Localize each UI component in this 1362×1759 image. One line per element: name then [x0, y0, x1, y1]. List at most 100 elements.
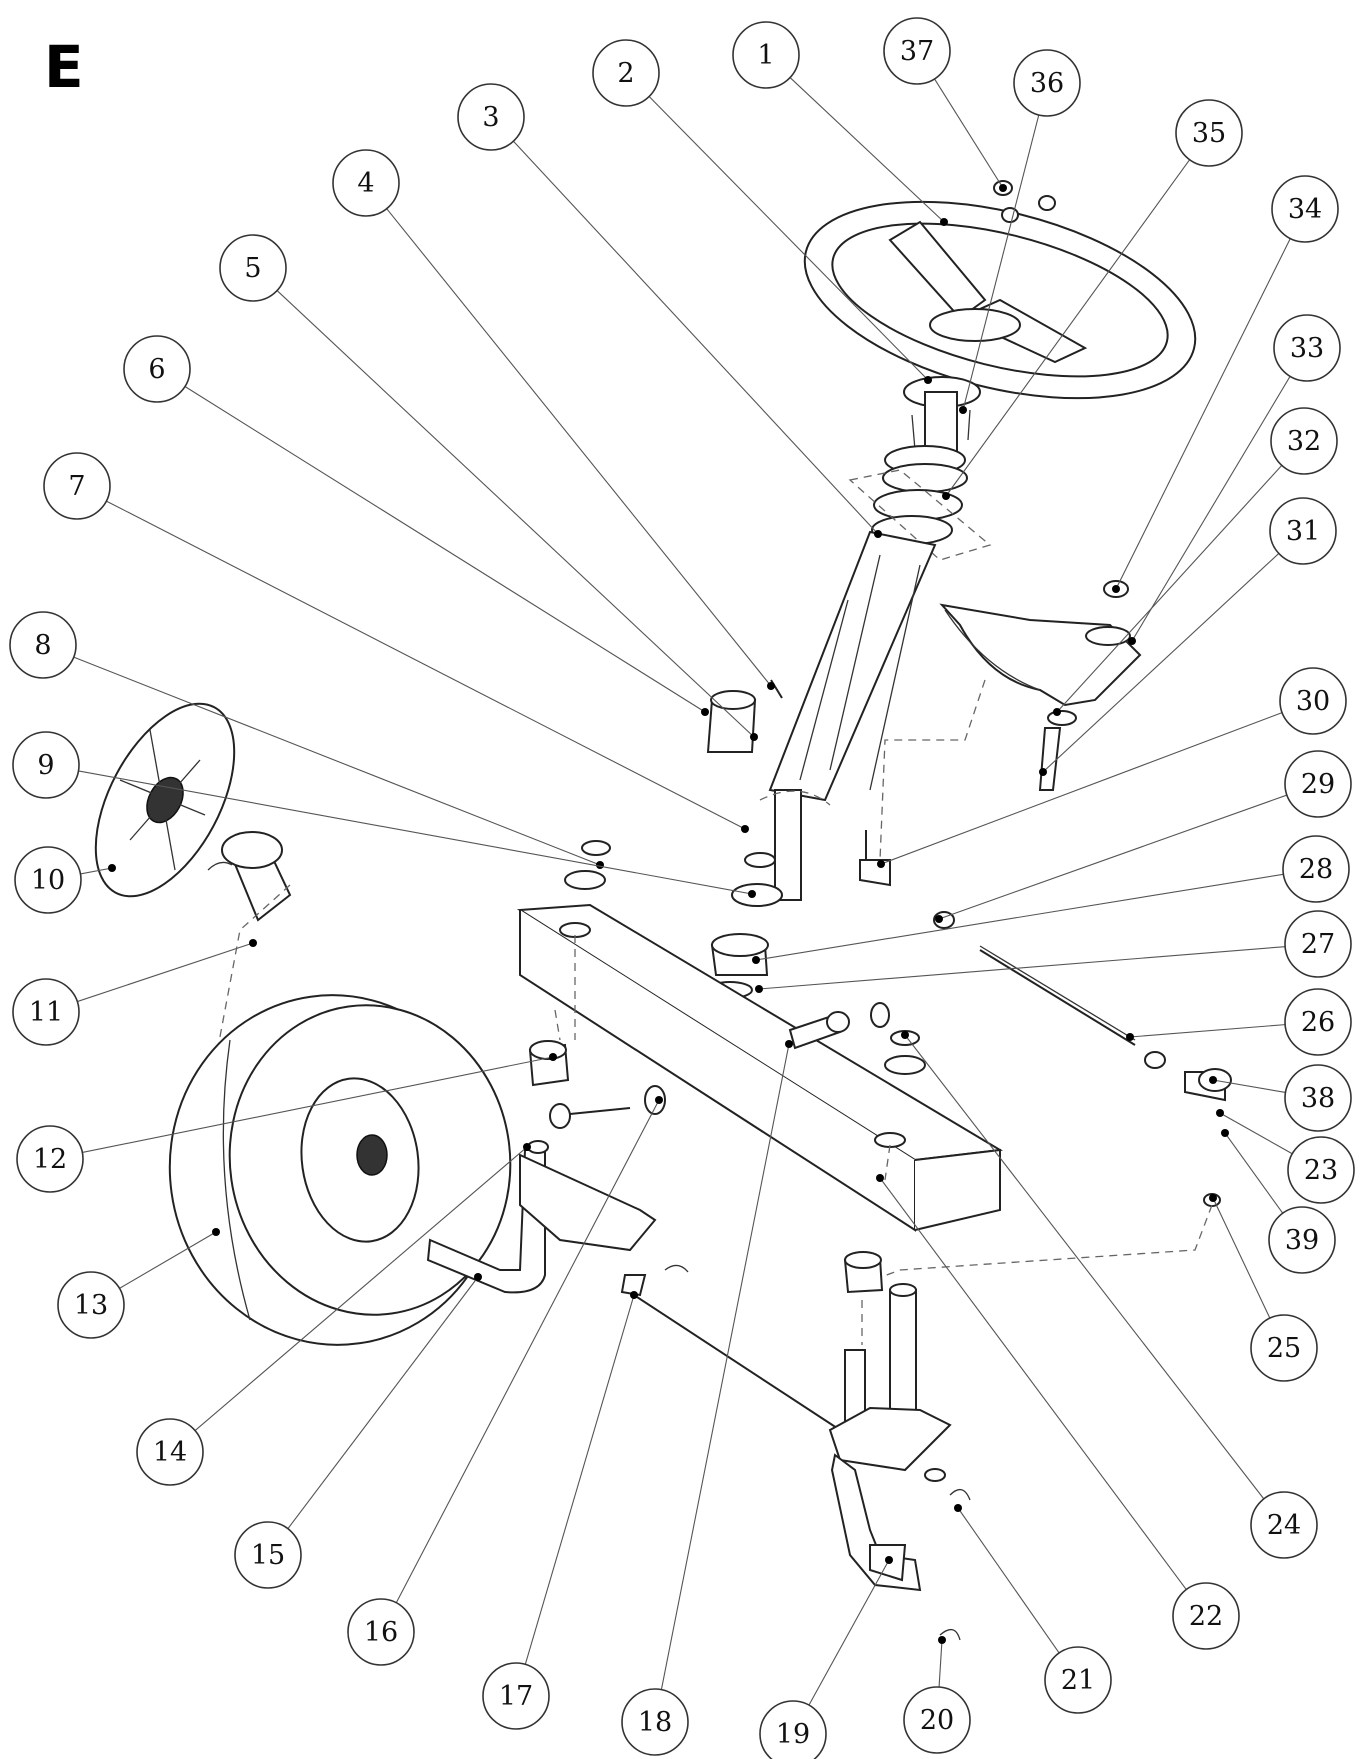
- callout-34: 34: [1112, 175, 1339, 593]
- callout-leader-line: [73, 656, 601, 866]
- callout-leader-line: [524, 1294, 635, 1665]
- callout-target-dot: [212, 1228, 220, 1236]
- callout-circle: [457, 83, 525, 151]
- callout-9: 9: [12, 731, 756, 898]
- callout-number: 9: [37, 750, 54, 781]
- callout-3: 3: [457, 83, 882, 538]
- lower-shaft: [759, 789, 831, 901]
- callout-leader-line: [660, 1043, 790, 1690]
- callout-6: 6: [123, 335, 709, 716]
- callout-target-dot: [924, 376, 932, 384]
- callout-20: 20: [903, 1636, 971, 1754]
- callout-39: 39: [1221, 1129, 1336, 1274]
- callout-leader-line: [808, 1559, 890, 1706]
- callout-23: 23: [1216, 1109, 1355, 1204]
- callout-target-dot: [874, 530, 882, 538]
- callout-target-dot: [108, 864, 116, 872]
- callout-29: 29: [935, 750, 1352, 923]
- callout-leader-line: [957, 1507, 1060, 1654]
- callout-circle: [1284, 910, 1352, 978]
- callout-32: 32: [1053, 407, 1338, 716]
- callout-target-dot: [596, 861, 604, 869]
- callout-target-dot: [549, 1053, 557, 1061]
- callout-circle: [1271, 175, 1339, 243]
- callout-number: 1: [757, 40, 774, 71]
- callout-circle: [1013, 49, 1081, 117]
- callout-leader-line: [395, 1099, 660, 1604]
- callout-leader-line: [287, 1276, 479, 1529]
- callout-target-dot: [701, 708, 709, 716]
- callout-leader-line: [194, 1146, 528, 1431]
- callout-number: 2: [617, 58, 634, 89]
- callout-number: 22: [1189, 1601, 1223, 1632]
- callout-leader-line: [1042, 553, 1280, 773]
- callout-target-dot: [885, 1556, 893, 1564]
- callout-11: 11: [12, 939, 257, 1046]
- hub-cap: [94, 702, 236, 898]
- callout-35: 35: [942, 99, 1243, 500]
- callout-target-dot: [1221, 1129, 1229, 1137]
- callout-circle: [123, 335, 191, 403]
- callout-circle: [1044, 1646, 1112, 1714]
- callout-target-dot: [999, 184, 1007, 192]
- callout-circle: [621, 1688, 689, 1756]
- steering-wheel: [803, 200, 1197, 400]
- callout-30: 30: [877, 667, 1347, 868]
- callout-circle: [1273, 314, 1341, 382]
- callout-number: 16: [364, 1617, 398, 1648]
- callout-33: 33: [1128, 314, 1341, 645]
- callout-target-dot: [1209, 1194, 1217, 1202]
- callout-leader-line: [82, 1056, 554, 1153]
- left-steering-knuckle: [426, 1140, 657, 1294]
- callout-circle: [12, 731, 80, 799]
- callout-36: 36: [959, 49, 1081, 414]
- callout-target-dot: [752, 956, 760, 964]
- callout-number: 20: [920, 1705, 954, 1736]
- callout-circle: [234, 1521, 302, 1589]
- callout-circle: [1175, 99, 1243, 167]
- callout-31: 31: [1039, 497, 1337, 776]
- section-letter: E: [44, 33, 84, 101]
- callout-circle: [332, 149, 400, 217]
- callout-number: 8: [34, 630, 51, 661]
- callout-37: 37: [883, 17, 1007, 192]
- callout-circle: [1279, 667, 1347, 735]
- callout-19: 19: [759, 1556, 893, 1759]
- callout-21: 21: [954, 1504, 1112, 1714]
- callout-leader-line: [106, 500, 746, 830]
- callout-2: 2: [592, 39, 932, 384]
- callout-leader-line: [1212, 1079, 1286, 1093]
- callout-leader-line: [1131, 376, 1291, 642]
- callout-leader-line: [276, 290, 755, 738]
- callout-leader-line: [938, 794, 1288, 920]
- callout-circle: [1269, 497, 1337, 565]
- callout-number: 25: [1267, 1333, 1301, 1364]
- callout-circle: [12, 978, 80, 1046]
- callout-leader-line: [386, 208, 772, 687]
- callout-target-dot: [942, 492, 950, 500]
- callout-target-dot: [1112, 585, 1120, 593]
- callout-circle: [219, 234, 287, 302]
- wheel-hub: [194, 831, 292, 1101]
- callout-target-dot: [935, 915, 943, 923]
- pinion-gear: [707, 883, 783, 999]
- callout-circle: [16, 1125, 84, 1193]
- callout-leader-line: [938, 1639, 943, 1688]
- callout-number: 19: [776, 1719, 810, 1750]
- callout-18: 18: [621, 1040, 793, 1756]
- callout-number: 35: [1192, 118, 1226, 149]
- callout-10: 10: [14, 846, 116, 914]
- callout-leader-line: [962, 114, 1040, 411]
- callout-number: 37: [900, 36, 934, 67]
- callout-target-dot: [940, 218, 948, 226]
- callout-number: 11: [29, 997, 63, 1028]
- callout-13: 13: [57, 1228, 220, 1339]
- callout-leader-line: [945, 159, 1191, 497]
- callout-number: 15: [251, 1540, 285, 1571]
- callout-25: 25: [1209, 1194, 1318, 1382]
- callout-target-dot: [249, 939, 257, 947]
- callout-circle: [592, 39, 660, 107]
- callout-circle: [732, 21, 800, 89]
- callout-38: 38: [1209, 1064, 1352, 1132]
